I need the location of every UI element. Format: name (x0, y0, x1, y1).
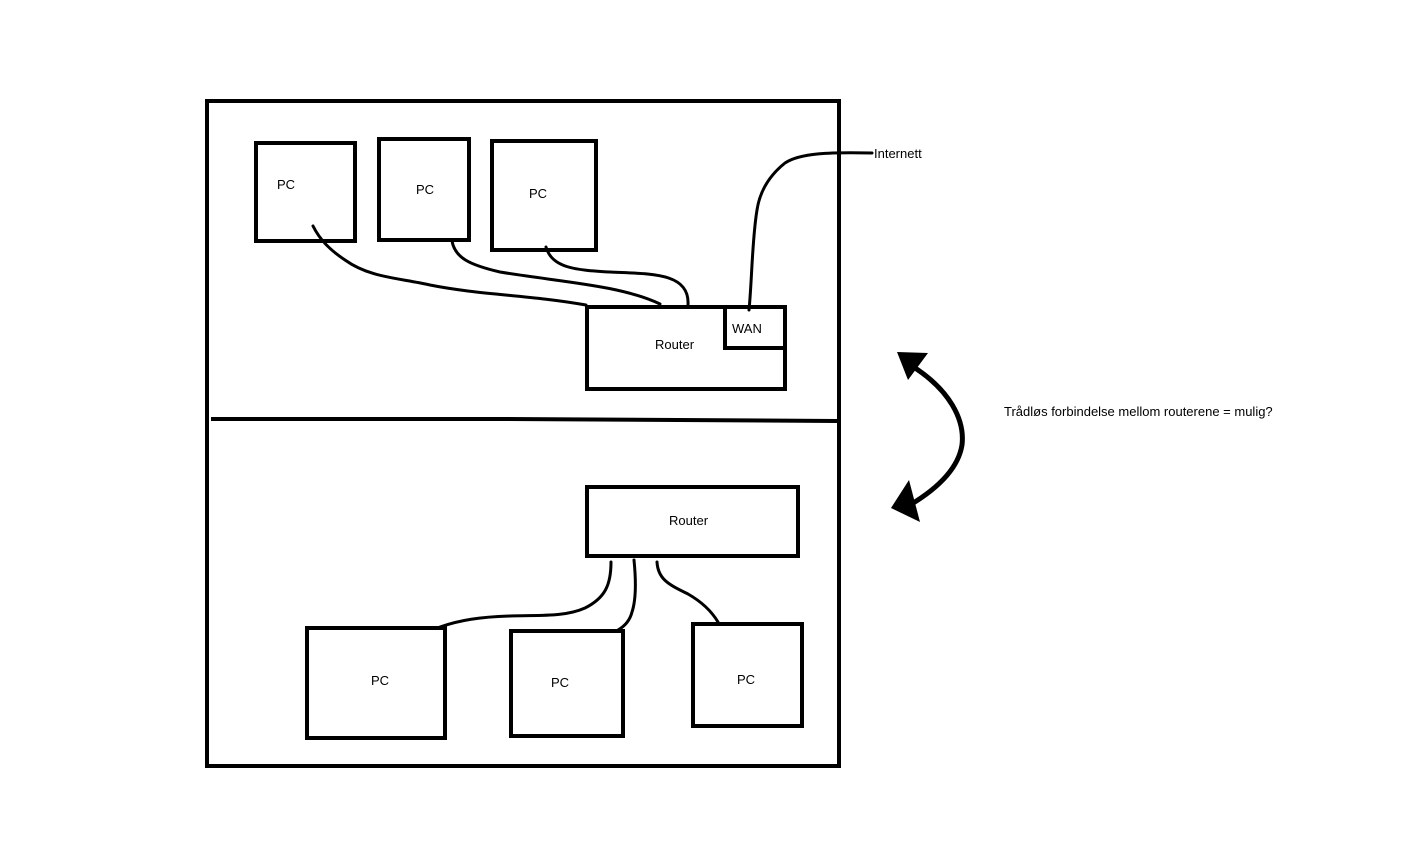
upper-floor: PC PC PC Router WAN (254, 137, 874, 391)
lower-floor: Router PC PC PC (305, 485, 804, 740)
internet-cable (747, 151, 874, 312)
pc-label: PC (416, 182, 434, 197)
cable-upper-pc-2 (450, 239, 662, 306)
wireless-note: Trådløs forbindelse mellom routerene = m… (1004, 404, 1273, 419)
lower-pc-2: PC (509, 629, 625, 738)
pc-label: PC (529, 186, 547, 201)
cable-upper-pc-1 (311, 224, 588, 307)
internet-label: Internett (874, 146, 922, 161)
lower-pc-1: PC (305, 626, 447, 740)
pc-label: PC (371, 673, 389, 688)
upper-pc-1: PC (254, 141, 357, 243)
pc-label: PC (737, 672, 755, 687)
upper-pc-2: PC (377, 137, 471, 242)
cable-upper-pc-3 (544, 245, 690, 307)
pc-label: PC (277, 177, 295, 192)
cable-lower-pc-2 (616, 558, 637, 632)
building-outline (205, 99, 841, 768)
wan-label: WAN (732, 321, 762, 336)
double-headed-curved-arrow-icon (891, 352, 965, 522)
router-label: Router (669, 513, 709, 528)
cable-lower-pc-3 (655, 560, 720, 624)
floor-divider (211, 417, 838, 423)
wan-port: WAN (723, 308, 785, 350)
lower-pc-3: PC (691, 622, 804, 728)
router-label: Router (655, 337, 695, 352)
pc-label: PC (551, 675, 569, 690)
lower-router: Router (585, 485, 800, 558)
cable-lower-pc-1 (438, 560, 613, 629)
upper-pc-3: PC (490, 139, 598, 252)
